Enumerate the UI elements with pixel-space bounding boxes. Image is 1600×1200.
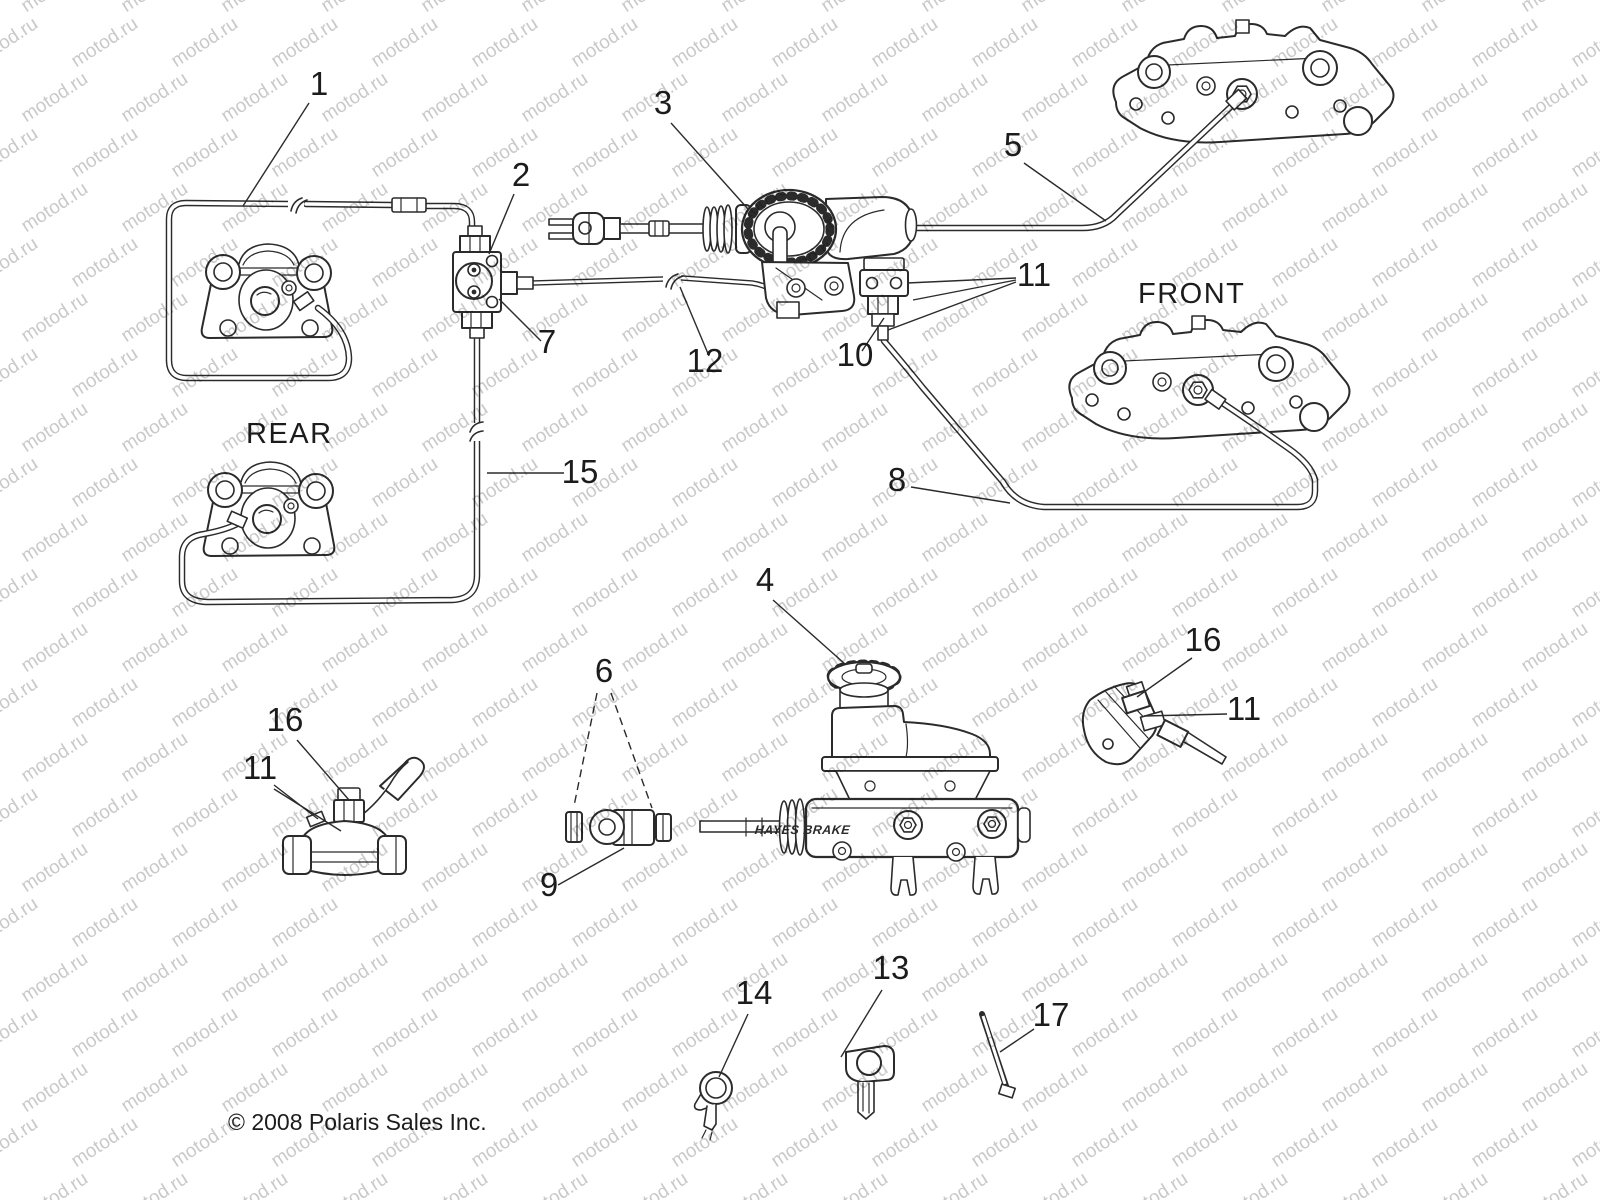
callout-7-leader bbox=[498, 298, 542, 342]
clip-part-drawing bbox=[693, 1071, 733, 1141]
handlebar-master-cylinder-drawing bbox=[548, 188, 918, 341]
brand-text: HAYES BRAKE bbox=[754, 823, 851, 837]
callout-8-leader bbox=[910, 486, 1011, 504]
callout-2-leader bbox=[488, 193, 515, 255]
callout-4-leader bbox=[772, 599, 846, 665]
brake-line-8 bbox=[880, 337, 1319, 511]
callout-1-label: 1 bbox=[310, 65, 328, 102]
callout-11-top-label: 11 bbox=[1017, 256, 1051, 293]
callout-7-label: 7 bbox=[538, 323, 556, 360]
callout-16-left-leader bbox=[296, 739, 350, 801]
callout-16-right-leader bbox=[1136, 657, 1193, 698]
callout-12-label: 12 bbox=[687, 342, 724, 379]
pin-part-drawing bbox=[979, 1011, 1017, 1099]
copyright-text: © 2008 Polaris Sales Inc. bbox=[228, 1109, 487, 1135]
rear-caliper-lower-drawing bbox=[202, 461, 336, 557]
rear-caliper-upper-drawing bbox=[200, 243, 334, 339]
callout-5-leader bbox=[1023, 162, 1107, 222]
rear-master-cylinder-drawing: HAYES BRAKE bbox=[699, 659, 1031, 896]
callout-8-label: 8 bbox=[888, 461, 906, 498]
front-caliper-upper-drawing bbox=[1112, 19, 1395, 144]
pad-holder-drawing bbox=[1081, 681, 1227, 766]
callout-11-top-leader bbox=[906, 277, 1017, 284]
callout-17-label: 17 bbox=[1033, 996, 1070, 1033]
callout-14-leader bbox=[718, 1013, 749, 1078]
callout-3-leader bbox=[670, 122, 749, 210]
callout-4-label: 4 bbox=[756, 561, 774, 598]
callout-9-label: 9 bbox=[540, 866, 558, 903]
label-rear: REAR bbox=[246, 418, 333, 450]
brake-line-1 bbox=[165, 196, 476, 382]
callout-11-left-label: 11 bbox=[243, 749, 277, 786]
callout-16-left-label: 16 bbox=[267, 701, 304, 738]
callout-6-label: 6 bbox=[595, 652, 613, 689]
label-front: FRONT bbox=[1138, 278, 1245, 310]
callout-10-leader bbox=[861, 317, 885, 352]
callout-5-label: 5 bbox=[1004, 126, 1022, 163]
callout-15-label: 15 bbox=[562, 453, 599, 490]
callout-11-right-leader bbox=[1143, 713, 1228, 717]
callout-11-top-leader bbox=[887, 281, 1017, 331]
callout-3-label: 3 bbox=[654, 84, 672, 121]
junction-block-drawing bbox=[452, 225, 534, 339]
callout-16-right-label: 16 bbox=[1185, 621, 1222, 658]
callout-10-label: 10 bbox=[837, 336, 874, 373]
callout-1-leader bbox=[242, 102, 310, 207]
clevis-parts-drawing bbox=[565, 809, 672, 846]
callout-11-left-leader bbox=[273, 788, 342, 832]
brake-line-12 bbox=[530, 270, 791, 315]
callout-12-leader bbox=[679, 286, 710, 357]
callout-11-right-label: 11 bbox=[1227, 690, 1261, 727]
parking-brake-body-drawing bbox=[282, 756, 425, 876]
callout-17-leader bbox=[999, 1028, 1035, 1053]
callout-11-top-leader bbox=[912, 279, 1017, 301]
callout-2-label: 2 bbox=[512, 156, 530, 193]
callout-13-label: 13 bbox=[873, 949, 910, 986]
clamp-part-drawing bbox=[845, 1045, 895, 1120]
callout-6-leader bbox=[610, 692, 653, 809]
brake-line-5 bbox=[910, 88, 1248, 232]
callout-6-leader bbox=[573, 692, 598, 807]
brake-line-15 bbox=[178, 334, 486, 606]
callout-13-leader bbox=[840, 989, 883, 1058]
front-caliper-lower-drawing bbox=[1068, 315, 1351, 440]
callout-14-label: 14 bbox=[736, 974, 773, 1011]
callout-9-leader bbox=[557, 847, 625, 886]
